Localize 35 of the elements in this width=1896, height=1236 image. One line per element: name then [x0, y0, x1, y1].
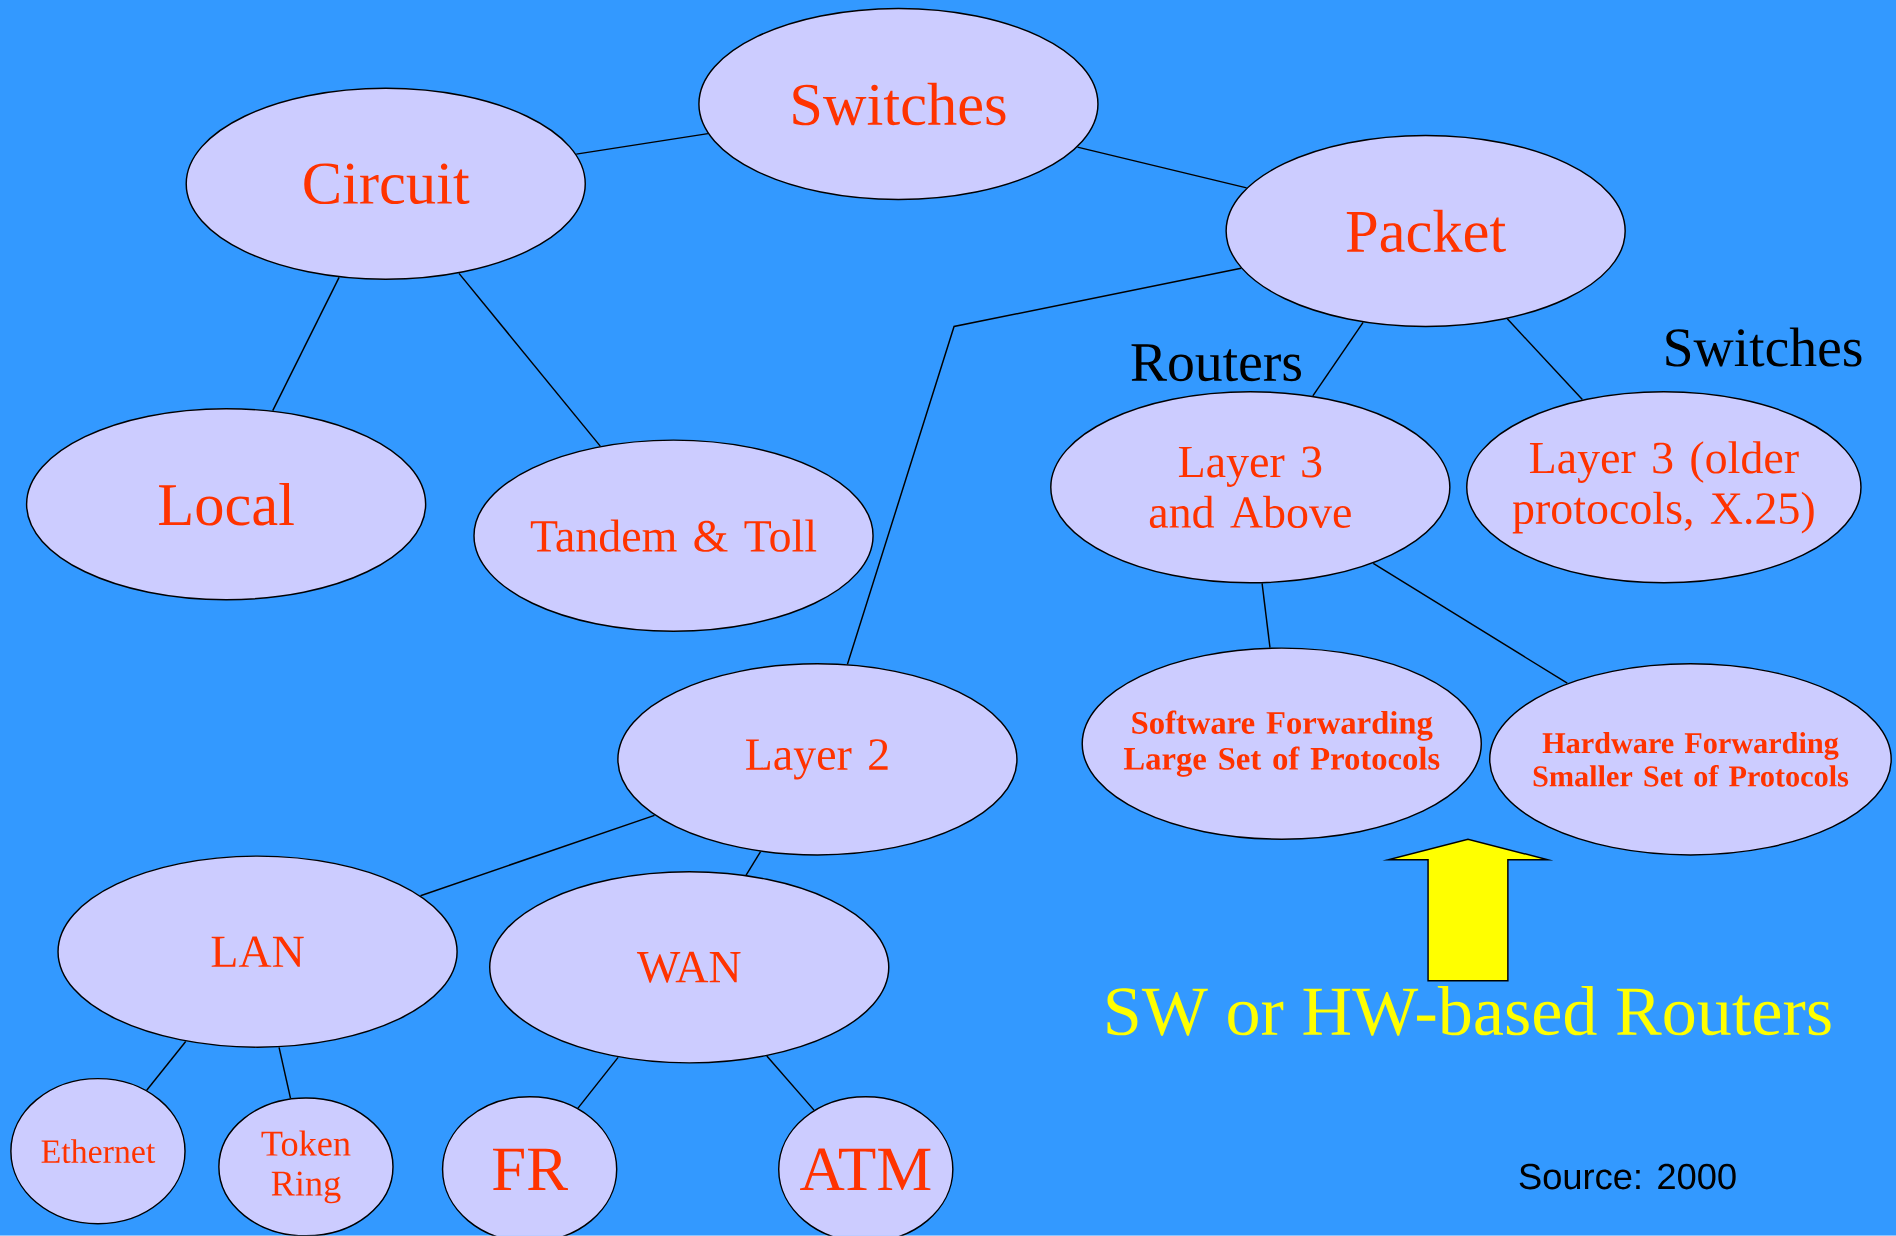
- ellipse-node: Ethernet: [10, 1078, 186, 1225]
- connector-line: [145, 1040, 187, 1092]
- connector-line: [575, 133, 709, 155]
- connector-line: [419, 814, 656, 897]
- node-caption: Routers: [1131, 344, 1301, 382]
- node-caption: Switches: [1666, 327, 1862, 367]
- connector-line: [1312, 321, 1364, 397]
- connector-line: [766, 1055, 815, 1111]
- ellipse-node: Layer 3 and Above: [1050, 391, 1451, 584]
- ellipse-node: LAN: [57, 855, 458, 1048]
- connector-line: [745, 851, 762, 876]
- ellipse-node: FR: [441, 1096, 618, 1236]
- ellipse-node: Packet: [1225, 134, 1626, 328]
- connector-line: [846, 267, 1242, 666]
- ellipse-node: Token Ring: [218, 1097, 394, 1236]
- connector-line: [1261, 582, 1271, 649]
- ellipse-node: ATM: [778, 1096, 954, 1236]
- connector-line: [1076, 146, 1248, 189]
- connector-line: [577, 1056, 619, 1109]
- ellipse-node: Switches: [698, 7, 1099, 201]
- connector-line: [1372, 562, 1568, 685]
- ellipse-node: WAN: [489, 871, 890, 1064]
- ellipse-node: Layer 3 (older protocols, X.25): [1466, 391, 1862, 584]
- caption-text: SW or HW-based Routers: [1107, 986, 1831, 1036]
- ellipse-node: Local: [25, 408, 427, 601]
- source-note: Source: 2000: [1519, 1163, 1736, 1190]
- ellipse-node: Circuit: [185, 87, 586, 281]
- ellipse-node: Software Forwarding Large Set of Protocols: [1081, 647, 1482, 840]
- connector-line: [458, 272, 601, 447]
- ellipse-node: Layer 2: [617, 663, 1018, 856]
- connector-line: [272, 276, 340, 412]
- ellipse-node: Hardware Forwarding Smaller Set of Protocols: [1489, 663, 1892, 856]
- ellipse-node: Tandem & Toll: [473, 439, 874, 633]
- connector-line: [1506, 318, 1584, 401]
- connector-line: [278, 1046, 292, 1100]
